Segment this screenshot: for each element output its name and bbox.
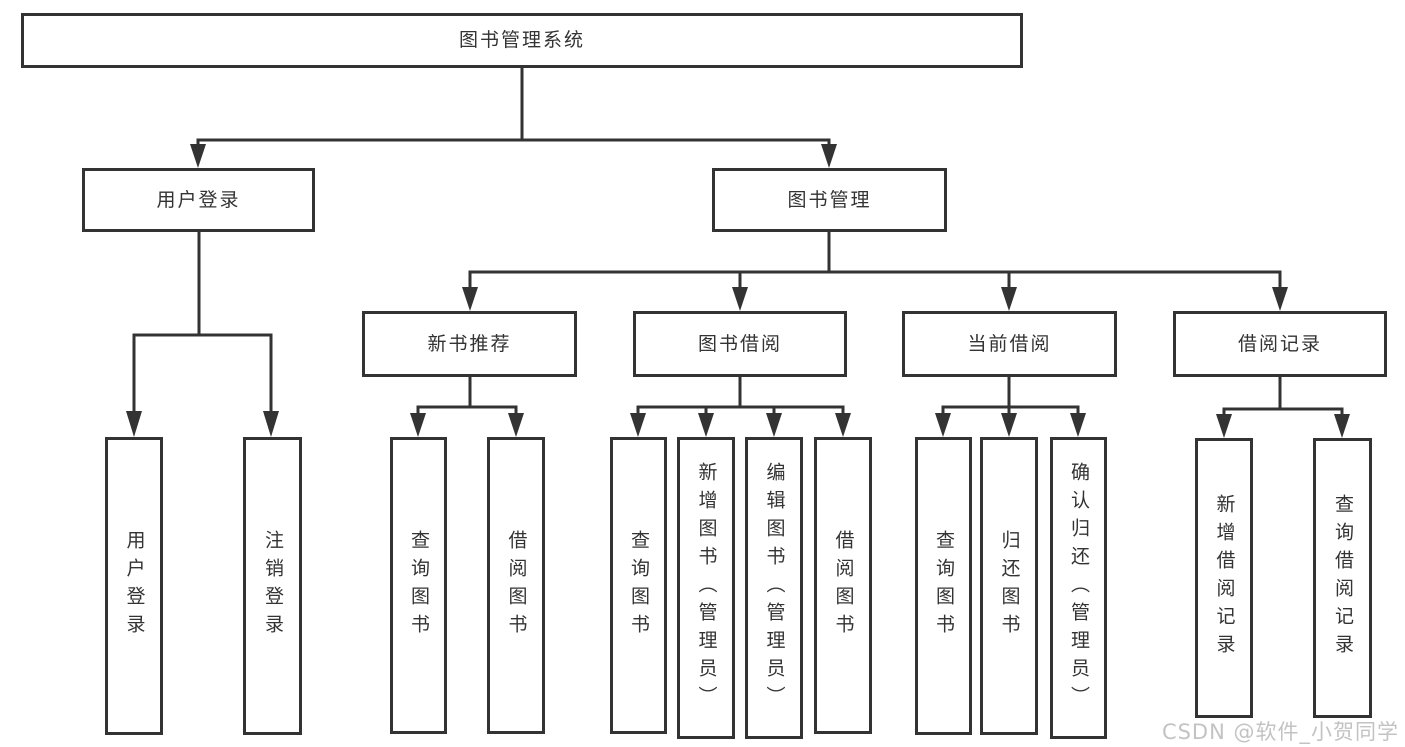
- node-borrowing-records: 借阅记录: [1173, 311, 1387, 377]
- leaf-query-borrow-record: 查询借阅记录: [1313, 438, 1372, 718]
- leaf-return-books: 归还图书: [980, 437, 1038, 735]
- leaf-confirm-return-admin: 确认归还（管理员）: [1050, 437, 1107, 739]
- leaf-edit-books-admin: 编辑图书（管理员）: [745, 437, 803, 739]
- leaf-query-books-newrec: 查询图书: [390, 437, 447, 734]
- leaf-logout: 注销登录: [243, 437, 302, 735]
- node-current-borrowing: 当前借阅: [902, 311, 1117, 377]
- node-book-management-branch: 图书管理: [712, 168, 947, 232]
- arrowhead-icons: [126, 144, 1350, 438]
- leaf-borrow-books-borrowing: 借阅图书: [814, 437, 872, 734]
- node-new-book-recommendation: 新书推荐: [362, 311, 577, 377]
- node-book-borrowing: 图书借阅: [633, 311, 847, 377]
- csdn-watermark: CSDN @软件_小贺同学: [1161, 720, 1399, 744]
- leaf-user-login: 用户登录: [105, 437, 163, 735]
- leaf-add-borrow-record: 新增借阅记录: [1195, 438, 1253, 718]
- leaf-query-books-borrowing: 查询图书: [610, 437, 667, 734]
- leaf-borrow-books-newrec: 借阅图书: [487, 437, 545, 734]
- node-user-login-branch: 用户登录: [82, 168, 315, 232]
- leaf-add-books-admin: 新增图书（管理员）: [677, 437, 735, 739]
- node-root-system: 图书管理系统: [21, 13, 1023, 68]
- leaf-query-books-current: 查询图书: [915, 437, 972, 735]
